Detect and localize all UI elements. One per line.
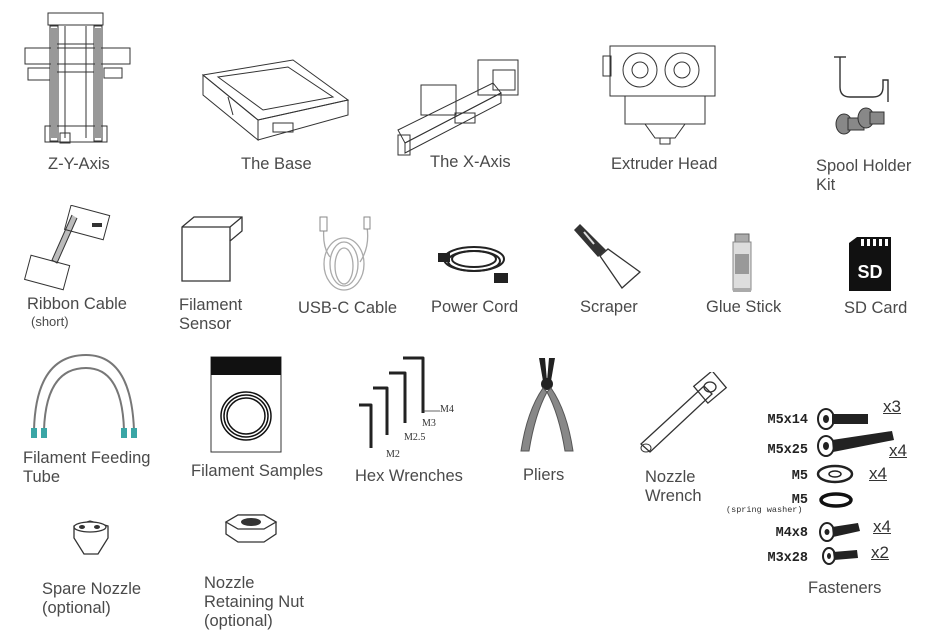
filament-sensor-illustration [181,216,243,282]
fastener-label-4: M5 [791,493,808,508]
fastener-washer-m5 [816,464,854,484]
scraper-illustration [574,224,642,289]
power-cord-label: Power Cord [431,298,519,316]
hex-wrenches-illustration [359,356,425,448]
nozzle-wrench-label-2: Wrench [645,487,702,505]
fastener-bolt-m3x28 [822,547,858,565]
spare-nozzle-label-2: (optional) [42,599,111,617]
hex-size-m25: M2.5 [404,432,426,443]
ribbon-cable-label-main: Ribbon Cable [27,295,127,313]
filament-feeding-tube-label: Filament Feeding Tube [23,449,150,487]
x-axis-label: The X-Axis [430,153,511,171]
fastener-spring-washer-m5 [819,492,853,508]
spare-nozzle-illustration [73,520,109,555]
filament-feeding-tube-illustration [31,353,137,438]
pliers-label: Pliers [523,466,565,484]
retaining-nut-label: Nozzle Retaining Nut (optional) [204,574,304,631]
filament-sensor-label-1: Filament [179,296,243,314]
extruder-head-label: Extruder Head [611,155,718,173]
glue-stick-label: Glue Stick [706,298,782,316]
filament-sensor-label-2: Sensor [179,315,232,333]
fastener-label-1: M5x14 [767,413,808,428]
filament-feeding-tube-label-2: Tube [23,468,60,486]
fastener-qty-6: x2 [871,543,889,562]
glue-stick-illustration [732,233,752,292]
hex-wrenches-label: Hex Wrenches [355,467,463,485]
sd-card-illustration: SD [849,237,891,291]
filament-feeding-tube-label-1: Filament Feeding [23,449,151,467]
hex-leader-lines [422,410,440,412]
fasteners-label: Fasteners [808,579,882,597]
fastener-qty-3: x4 [869,464,887,483]
fastener-label-6: M3x28 [767,551,808,566]
fastener-label-2: M5x25 [767,443,808,458]
fastener-qty-5: x4 [873,517,891,536]
fastener-label-3: M5 [791,469,808,484]
hex-size-m3: M3 [422,418,436,429]
zy-axis-label: Z-Y-Axis [48,155,110,173]
spool-holder-label-1: Spool Holder [816,157,912,175]
fastener-label-5: M4x8 [775,526,808,541]
spool-holder-label-2: Kit [816,176,836,194]
fastener-bolt-m4x8 [819,522,860,542]
ribbon-cable-illustration [23,205,111,291]
usb-c-cable-illustration [319,216,371,291]
scraper-label: Scraper [580,298,638,316]
filament-samples-label: Filament Samples [191,462,324,480]
nozzle-wrench-illustration [640,372,728,453]
spare-nozzle-label-1: Spare Nozzle [42,580,142,598]
nozzle-wrench-label: Nozzle Wrench [645,468,702,506]
nozzle-wrench-label-1: Nozzle [645,468,696,486]
fastener-qty-1: x3 [883,397,901,416]
retaining-nut-label-3: (optional) [204,612,273,630]
hex-size-m2: M2 [386,449,400,460]
fastener-bolt-m5x25 [817,431,894,457]
fastener-bolt-m5x14 [817,408,868,430]
zy-axis-illustration [24,12,131,144]
filament-samples-illustration [210,356,282,453]
power-cord-illustration [438,246,508,283]
pliers-illustration [520,358,574,452]
usb-c-cable-label: USB-C Cable [298,299,398,317]
fastener-sub-4: (spring washer) [726,505,803,515]
sd-logo-text: SD [857,262,882,282]
spare-nozzle-label: Spare Nozzle (optional) [42,580,141,618]
sd-card-label: SD Card [844,299,908,317]
ribbon-cable-label: Ribbon Cable (short) [27,295,127,329]
retaining-nut-label-2: Retaining Nut [204,593,304,611]
spool-holder-illustration [834,56,889,135]
base-illustration [201,59,350,142]
fastener-qty-2: x4 [889,441,907,460]
spool-holder-label: Spool Holder Kit [816,157,911,195]
filament-sensor-label: Filament Sensor [179,296,242,334]
hex-size-m4: M4 [440,404,454,415]
retaining-nut-illustration [224,514,278,543]
ribbon-cable-label-sub: (short) [31,314,69,329]
retaining-nut-label-1: Nozzle [204,574,255,592]
x-axis-illustration [397,59,519,156]
extruder-head-illustration [602,45,716,145]
base-label: The Base [241,155,312,173]
